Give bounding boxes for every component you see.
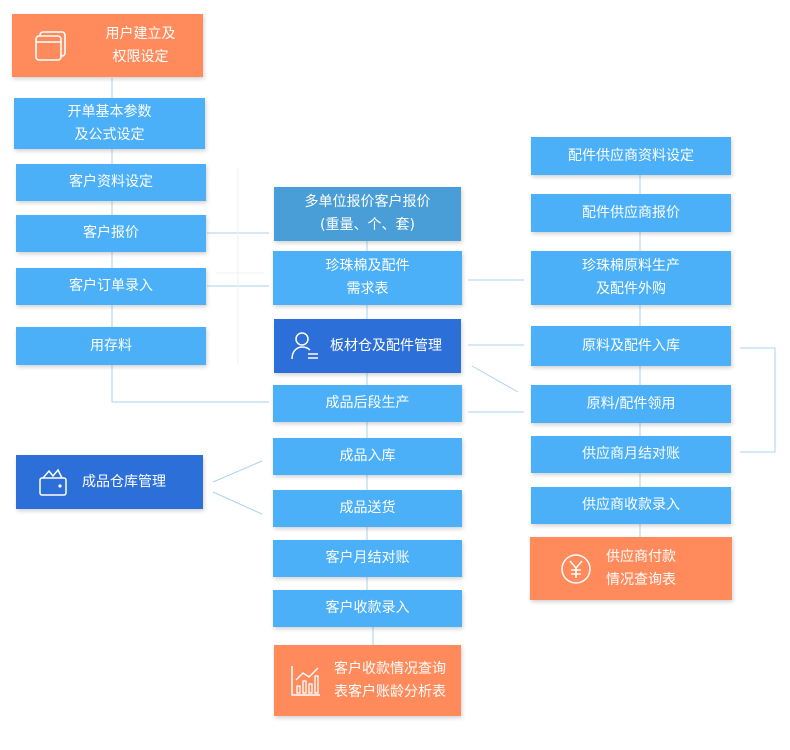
customer-receipt-node[interactable]: 客户收款录入: [273, 590, 462, 627]
window-icon: [34, 29, 68, 63]
customer-receipt-label: 客户收款录入: [325, 600, 410, 616]
chart-icon: [290, 664, 322, 698]
pearl-cotton-demand-node[interactable]: 珍珠棉及配件 需求表: [273, 251, 462, 305]
board-warehouse-label: 板材仓及配件管理: [330, 337, 442, 354]
delivery-node[interactable]: 成品送货: [273, 490, 462, 527]
supplier-receipt-node[interactable]: 供应商收款录入: [531, 487, 731, 524]
supplier-quote-label: 配件供应商报价: [582, 204, 680, 221]
finished-warehouse-label: 成品仓库管理: [82, 473, 166, 490]
raw-production-node[interactable]: 珍珠棉原料生产 及配件外购: [531, 251, 731, 305]
connector: [212, 491, 263, 515]
supplier-quote-node[interactable]: 配件供应商报价: [531, 194, 731, 232]
supplier-monthly-label: 供应商月结对账: [582, 446, 680, 462]
supplier-monthly-node[interactable]: 供应商月结对账: [531, 436, 731, 473]
connector: [471, 365, 519, 393]
receipt-report-node[interactable]: 客户收款情况查询 表客户账龄分析表: [274, 645, 461, 716]
user-list-icon: [290, 330, 320, 362]
customer-info-node[interactable]: 客户资料设定: [16, 164, 206, 201]
finished-in-node[interactable]: 成品入库: [273, 438, 462, 475]
supplier-receipt-label: 供应商收款录入: [582, 497, 680, 513]
customer-quote-label: 客户报价: [83, 225, 139, 241]
user-setup-label: 用户建立及 权限设定: [105, 25, 176, 65]
finished-warehouse-node[interactable]: 成品仓库管理: [16, 455, 203, 509]
order-entry-label: 客户订单录入: [69, 278, 153, 294]
post-production-label: 成品后段生产: [325, 395, 410, 411]
customer-monthly-label: 客户月结对账: [325, 550, 410, 566]
wallet-icon: [38, 467, 68, 497]
connector: [740, 347, 776, 453]
params-setup-label: 开单基本参数 及公式设定: [67, 103, 152, 143]
pearl-cotton-demand-label: 珍珠棉及配件 需求表: [325, 258, 410, 297]
supplier-payment-node[interactable]: 供应商付款 情况查询表: [530, 537, 732, 600]
use-stock-label: 用存料: [90, 337, 132, 354]
receipt-report-label: 客户收款情况查询 表客户账龄分析表: [334, 660, 446, 700]
connector: [212, 460, 263, 483]
customer-monthly-node[interactable]: 客户月结对账: [273, 540, 462, 577]
raw-in-label: 原料及配件入库: [582, 337, 680, 354]
order-entry-node[interactable]: 客户订单录入: [16, 268, 206, 305]
raw-use-label: 原料/配件领用: [586, 395, 676, 412]
supplier-info-node[interactable]: 配件供应商资料设定: [531, 137, 731, 175]
post-production-node[interactable]: 成品后段生产: [273, 385, 462, 422]
raw-production-label: 珍珠棉原料生产 及配件外购: [582, 258, 680, 297]
customer-info-label: 客户资料设定: [69, 174, 153, 190]
params-setup-node[interactable]: 开单基本参数 及公式设定: [14, 98, 205, 149]
customer-quote-node[interactable]: 客户报价: [16, 215, 206, 252]
yen-icon: [560, 553, 592, 585]
board-warehouse-node[interactable]: 板材仓及配件管理: [274, 319, 461, 373]
raw-in-node[interactable]: 原料及配件入库: [531, 326, 731, 366]
supplier-info-label: 配件供应商资料设定: [568, 147, 694, 164]
delivery-label: 成品送货: [339, 500, 396, 516]
use-stock-node[interactable]: 用存料: [16, 327, 206, 365]
connector: [111, 365, 269, 403]
finished-in-label: 成品入库: [339, 448, 396, 464]
user-setup-node[interactable]: 用户建立及 权限设定: [12, 14, 203, 77]
supplier-payment-label: 供应商付款 情况查询表: [606, 548, 676, 588]
raw-use-node[interactable]: 原料/配件领用: [531, 385, 731, 423]
multi-unit-quote-node[interactable]: 多单位报价客户报价 (重量、个、套): [274, 187, 461, 241]
multi-unit-quote-label: 多单位报价客户报价 (重量、个、套): [304, 194, 431, 233]
